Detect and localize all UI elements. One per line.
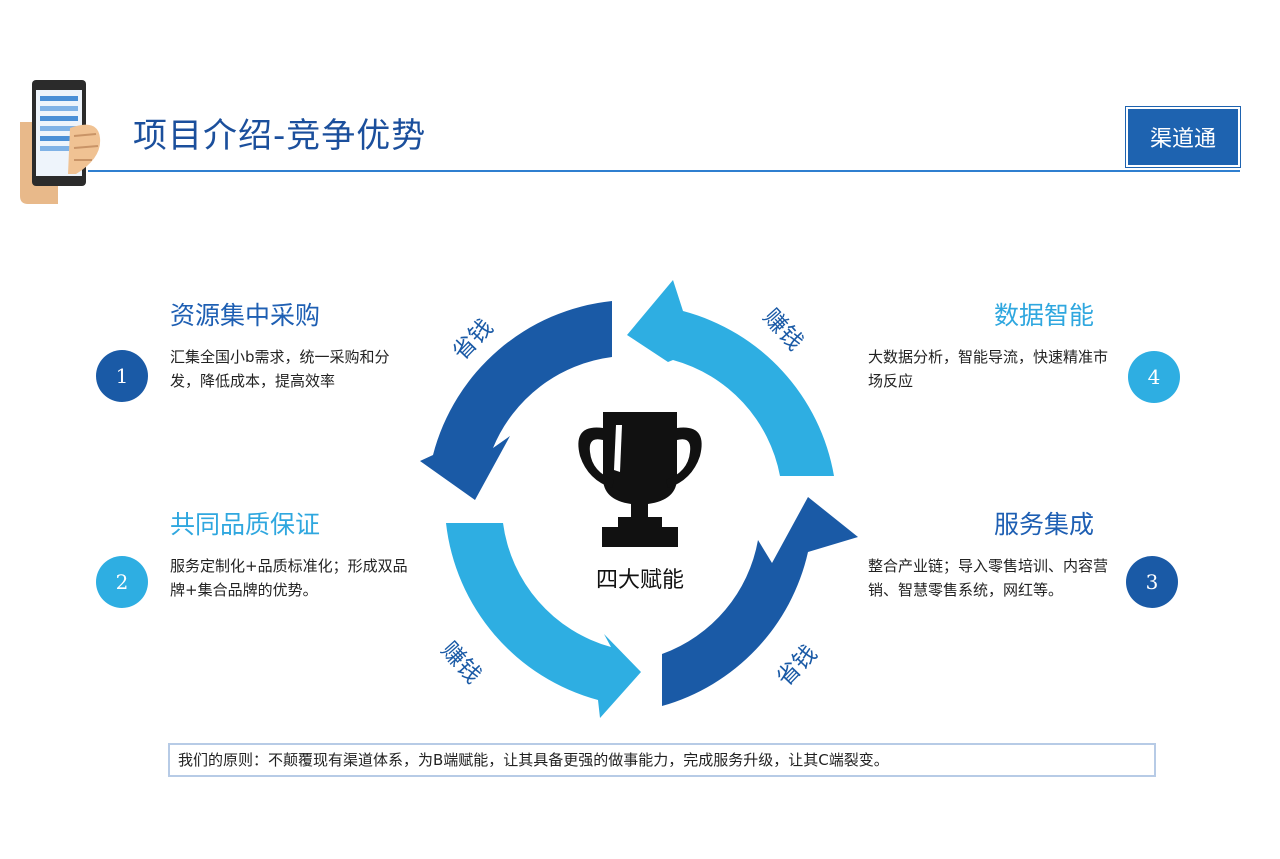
feature-number-3: 3: [1126, 556, 1178, 608]
brand-badge: 渠道通: [1126, 107, 1240, 167]
feature-desc-3: 整合产业链；导入零售培训、内容营销、智慧零售系统，网红等。: [868, 557, 1109, 599]
feature-title-4: 数据智能: [994, 301, 1095, 330]
feature-desc-1: 汇集全国小b需求，统一采购和分发，降低成本，提高效率: [170, 348, 390, 390]
arrow-top-left: [420, 301, 612, 500]
feature-title-1: 资源集中采购: [170, 301, 321, 330]
feature-title-2: 共同品质保证: [170, 510, 321, 539]
principle-statement: 我们的原则：不颠覆现有渠道体系，为B端赋能，让其具备更强的做事能力，完成服务升级…: [168, 743, 1156, 777]
page-title: 项目介绍-竞争优势: [133, 116, 427, 156]
arrow-bottom-left: [446, 523, 641, 718]
phone-in-hand-icon: [20, 80, 101, 204]
center-label: 四大赋能: [595, 568, 684, 593]
arrow-bottom-right: [662, 497, 858, 706]
feature-desc-2: 服务定制化+品质标准化；形成双品牌+集合品牌的优势。: [170, 557, 408, 599]
arrow-top-right: [627, 280, 834, 476]
feature-desc-4: 大数据分析，智能导流，快速精准市场反应: [868, 348, 1109, 390]
feature-number-4: 4: [1128, 351, 1180, 403]
feature-title-3: 服务集成: [994, 510, 1095, 539]
trophy-icon: [578, 412, 702, 547]
feature-number-1: 1: [96, 350, 148, 402]
header-divider: [88, 170, 1240, 172]
feature-number-2: 2: [96, 556, 148, 608]
